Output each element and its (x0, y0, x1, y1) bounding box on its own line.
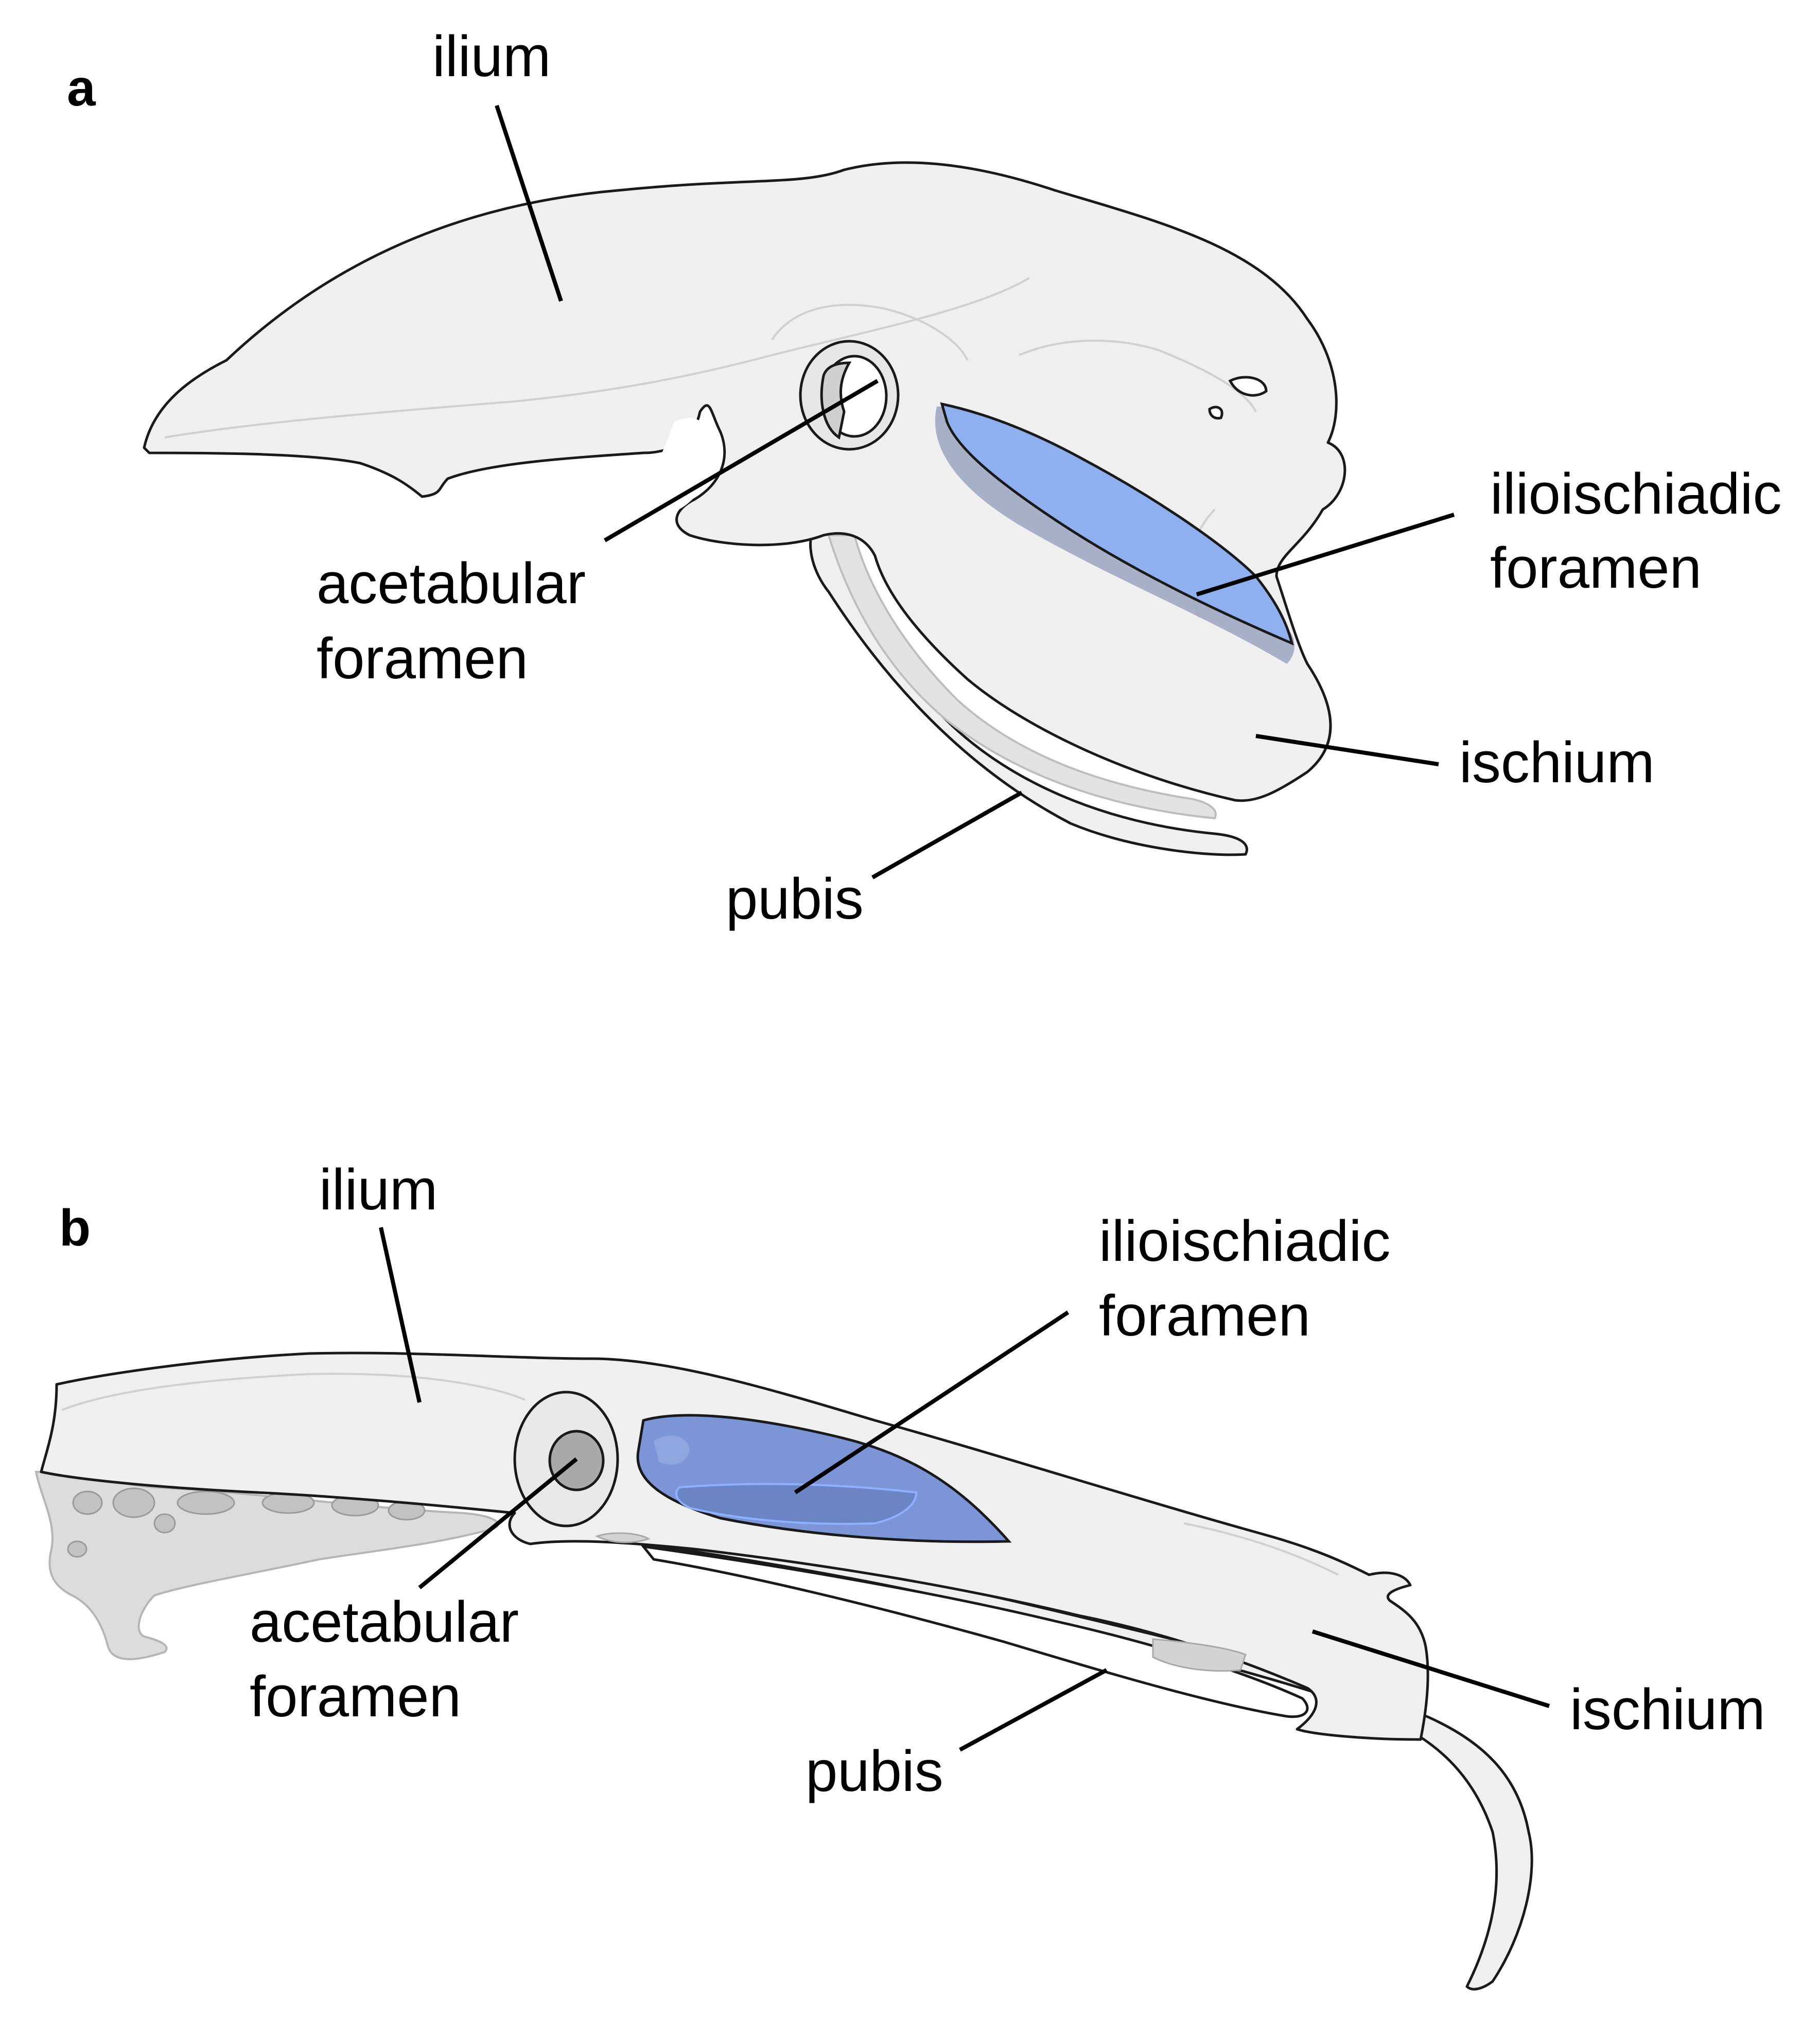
leader-ilium-b (379, 1227, 422, 1403)
label-pubis-a: pubis (726, 867, 864, 931)
panel-b: b (34, 1157, 1765, 1991)
acetabular-foramen-shadow-a (820, 361, 852, 440)
ilioischiadic-foramen-a (940, 402, 1294, 646)
label-acetabular-b-line2: foramen (250, 1664, 461, 1729)
ilium-ridge-line-b (61, 1373, 526, 1411)
label-ilioischiadic-a-line2: foramen (1490, 536, 1702, 600)
leader-ischium-a (1255, 734, 1439, 766)
ilium-ischium-bone-a (143, 161, 1346, 802)
leader-ilioischiadic-a (1196, 513, 1455, 596)
label-acetabular-b-line1: acetabular (250, 1590, 519, 1654)
leader-pubis-b (959, 1668, 1108, 1752)
panel-letter-b: b (59, 1199, 91, 1257)
label-ilioischiadic-b-line1: ilioischiadic (1099, 1209, 1390, 1273)
leader-ischium-b (1311, 1629, 1550, 1708)
label-pubis-b: pubis (806, 1739, 943, 1803)
pubic-spur-b (595, 1532, 651, 1543)
ilioischiadic-lobe-b (654, 1435, 690, 1465)
ilium-ischium-bone-b (40, 1351, 1429, 1741)
leader-ilium-a (495, 104, 563, 302)
ilium-crest-line-a (164, 277, 1030, 438)
label-ilioischiadic-a-line1: ilioischiadic (1490, 462, 1781, 526)
small-foramen-a1 (1228, 376, 1268, 397)
ilium-ridge-a (771, 304, 969, 361)
label-ilium-a: ilium (432, 24, 551, 89)
synsacrum-foramina-b (67, 1487, 426, 1558)
panel-letter-a: a (67, 59, 96, 117)
label-ilium-b: ilium (319, 1157, 437, 1222)
label-acetabular-a-line2: foramen (317, 626, 528, 691)
pubic-gap-b (640, 1544, 1309, 1718)
label-acetabular-a-line1: acetabular (317, 551, 586, 616)
label-ischium-b: ischium (1570, 1677, 1765, 1742)
pubic-gap-pocket-b (1152, 1638, 1247, 1672)
leader-acetabular-a (603, 379, 879, 542)
ilioischiadic-foramen-inner-b (675, 1483, 918, 1525)
panel-a: a ilium acetabular foramen (67, 24, 1781, 931)
ischium-ridge-line-b (1183, 1522, 1339, 1576)
leader-pubis-a (871, 790, 1023, 880)
label-ilioischiadic-b-line2: foramen (1099, 1284, 1310, 1348)
small-foramen-a2 (1208, 406, 1223, 420)
leader-acetabular-b (418, 1457, 578, 1590)
label-ischium-a: ischium (1459, 730, 1655, 795)
pubis-shadow-a (827, 534, 1217, 820)
leader-ilioischiadic-b (794, 1310, 1070, 1495)
